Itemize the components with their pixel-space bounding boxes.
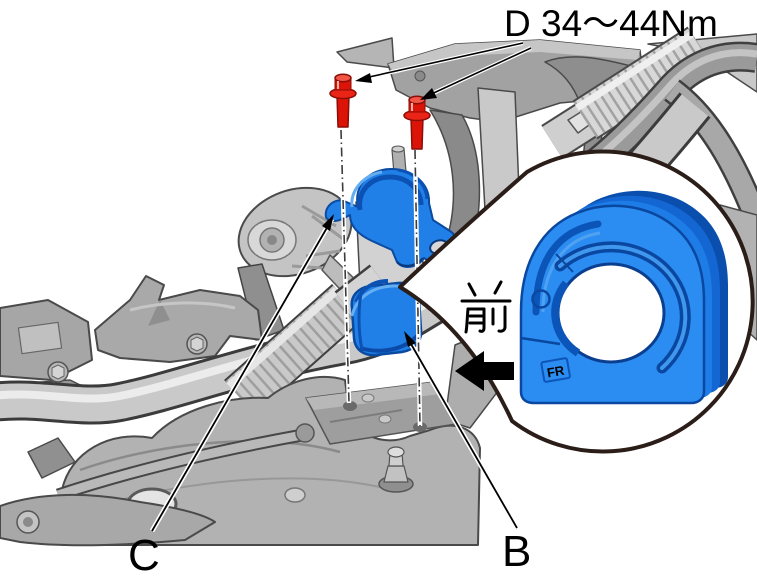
centerline-1: [340, 129, 350, 404]
leader-line-b: [404, 331, 520, 530]
torque-arrow-2: [420, 46, 532, 100]
callout-bushing: FR: [519, 190, 728, 405]
leader-line-c: [149, 214, 335, 533]
front-kanji: [460, 280, 512, 334]
label-b: B: [502, 527, 531, 576]
centerline-2: [414, 149, 421, 427]
fr-marking-text: FR: [546, 363, 566, 381]
callout-balloon: FR: [398, 149, 755, 454]
fr-marking: FR: [540, 357, 571, 383]
bolt-2: [403, 95, 431, 150]
annotations: D 34～44Nm C B: [128, 3, 718, 578]
front-arrow-icon: [455, 351, 514, 391]
torque-label: D 34～44Nm: [504, 3, 718, 44]
label-c: C: [128, 531, 160, 578]
bolt-1: [329, 73, 357, 128]
torque-arrow-1: [355, 41, 524, 83]
